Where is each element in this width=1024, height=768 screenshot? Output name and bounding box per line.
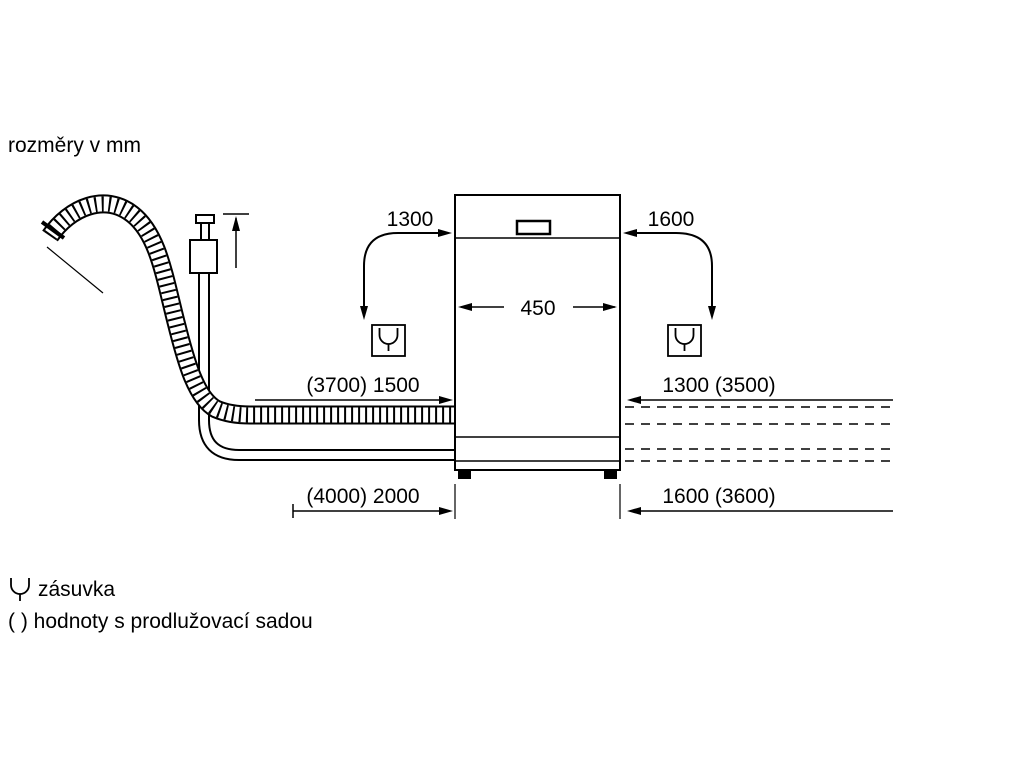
socket-icon (371, 324, 406, 357)
tap-height-reference (223, 213, 249, 268)
control-panel-display (515, 219, 552, 236)
arrow-left-icon (627, 507, 641, 515)
dimension-cord-left: 1300 (360, 208, 452, 320)
dimension-cord-right: 1600 (623, 208, 716, 320)
dimension-mid-right: 1300 (3500) (627, 374, 893, 404)
arrow-right-icon (603, 303, 617, 311)
arrow-right-icon (439, 507, 453, 515)
dimension-bottom-right-label: 1600 (3600) (662, 485, 775, 508)
legend: zásuvka ( ) hodnoty s prodlužovací sadou (8, 577, 313, 633)
dimension-bottom-right: 1600 (3600) (627, 485, 893, 515)
water-tap-icon (189, 214, 218, 274)
appliance-foot-left (458, 470, 471, 479)
dimension-mid-left: (3700) 1500 (255, 374, 453, 404)
diagram-title: rozměry v mm (8, 134, 141, 157)
arrow-right-icon (438, 229, 452, 237)
water-supply-hose (198, 270, 456, 461)
dimension-bottom-left-label: (4000) 2000 (306, 485, 419, 508)
arrow-right-icon (439, 396, 453, 404)
drain-hose (40, 194, 456, 425)
hose-continuation-dashed-lines (625, 406, 893, 462)
arrow-down-icon (708, 306, 716, 320)
dimension-top-right-label: 1600 (648, 208, 695, 231)
hose-end-leader-line (46, 246, 104, 294)
arrow-down-icon (360, 306, 368, 320)
dimension-bottom-left: (4000) 2000 (292, 485, 453, 518)
arrow-left-icon (458, 303, 472, 311)
dimension-mid-right-label: 1300 (3500) (662, 374, 775, 397)
arrow-left-icon (627, 396, 641, 404)
dimension-mid-left-label: (3700) 1500 (306, 374, 419, 397)
arrow-left-icon (623, 229, 637, 237)
dimension-top-left-label: 1300 (387, 208, 434, 231)
legend-parentheses-note: ( ) hodnoty s prodlužovací sadou (8, 610, 313, 633)
hose-end-cap (40, 220, 66, 240)
socket-icon (667, 324, 702, 357)
dimension-appliance-width: 450 (458, 297, 617, 320)
dishwasher-outline (454, 194, 621, 519)
legend-socket-label: zásuvka (38, 578, 115, 601)
socket-icon (10, 577, 30, 602)
appliance-width-label: 450 (520, 297, 555, 320)
arrow-up-icon (232, 216, 240, 231)
appliance-foot-right (604, 470, 617, 479)
